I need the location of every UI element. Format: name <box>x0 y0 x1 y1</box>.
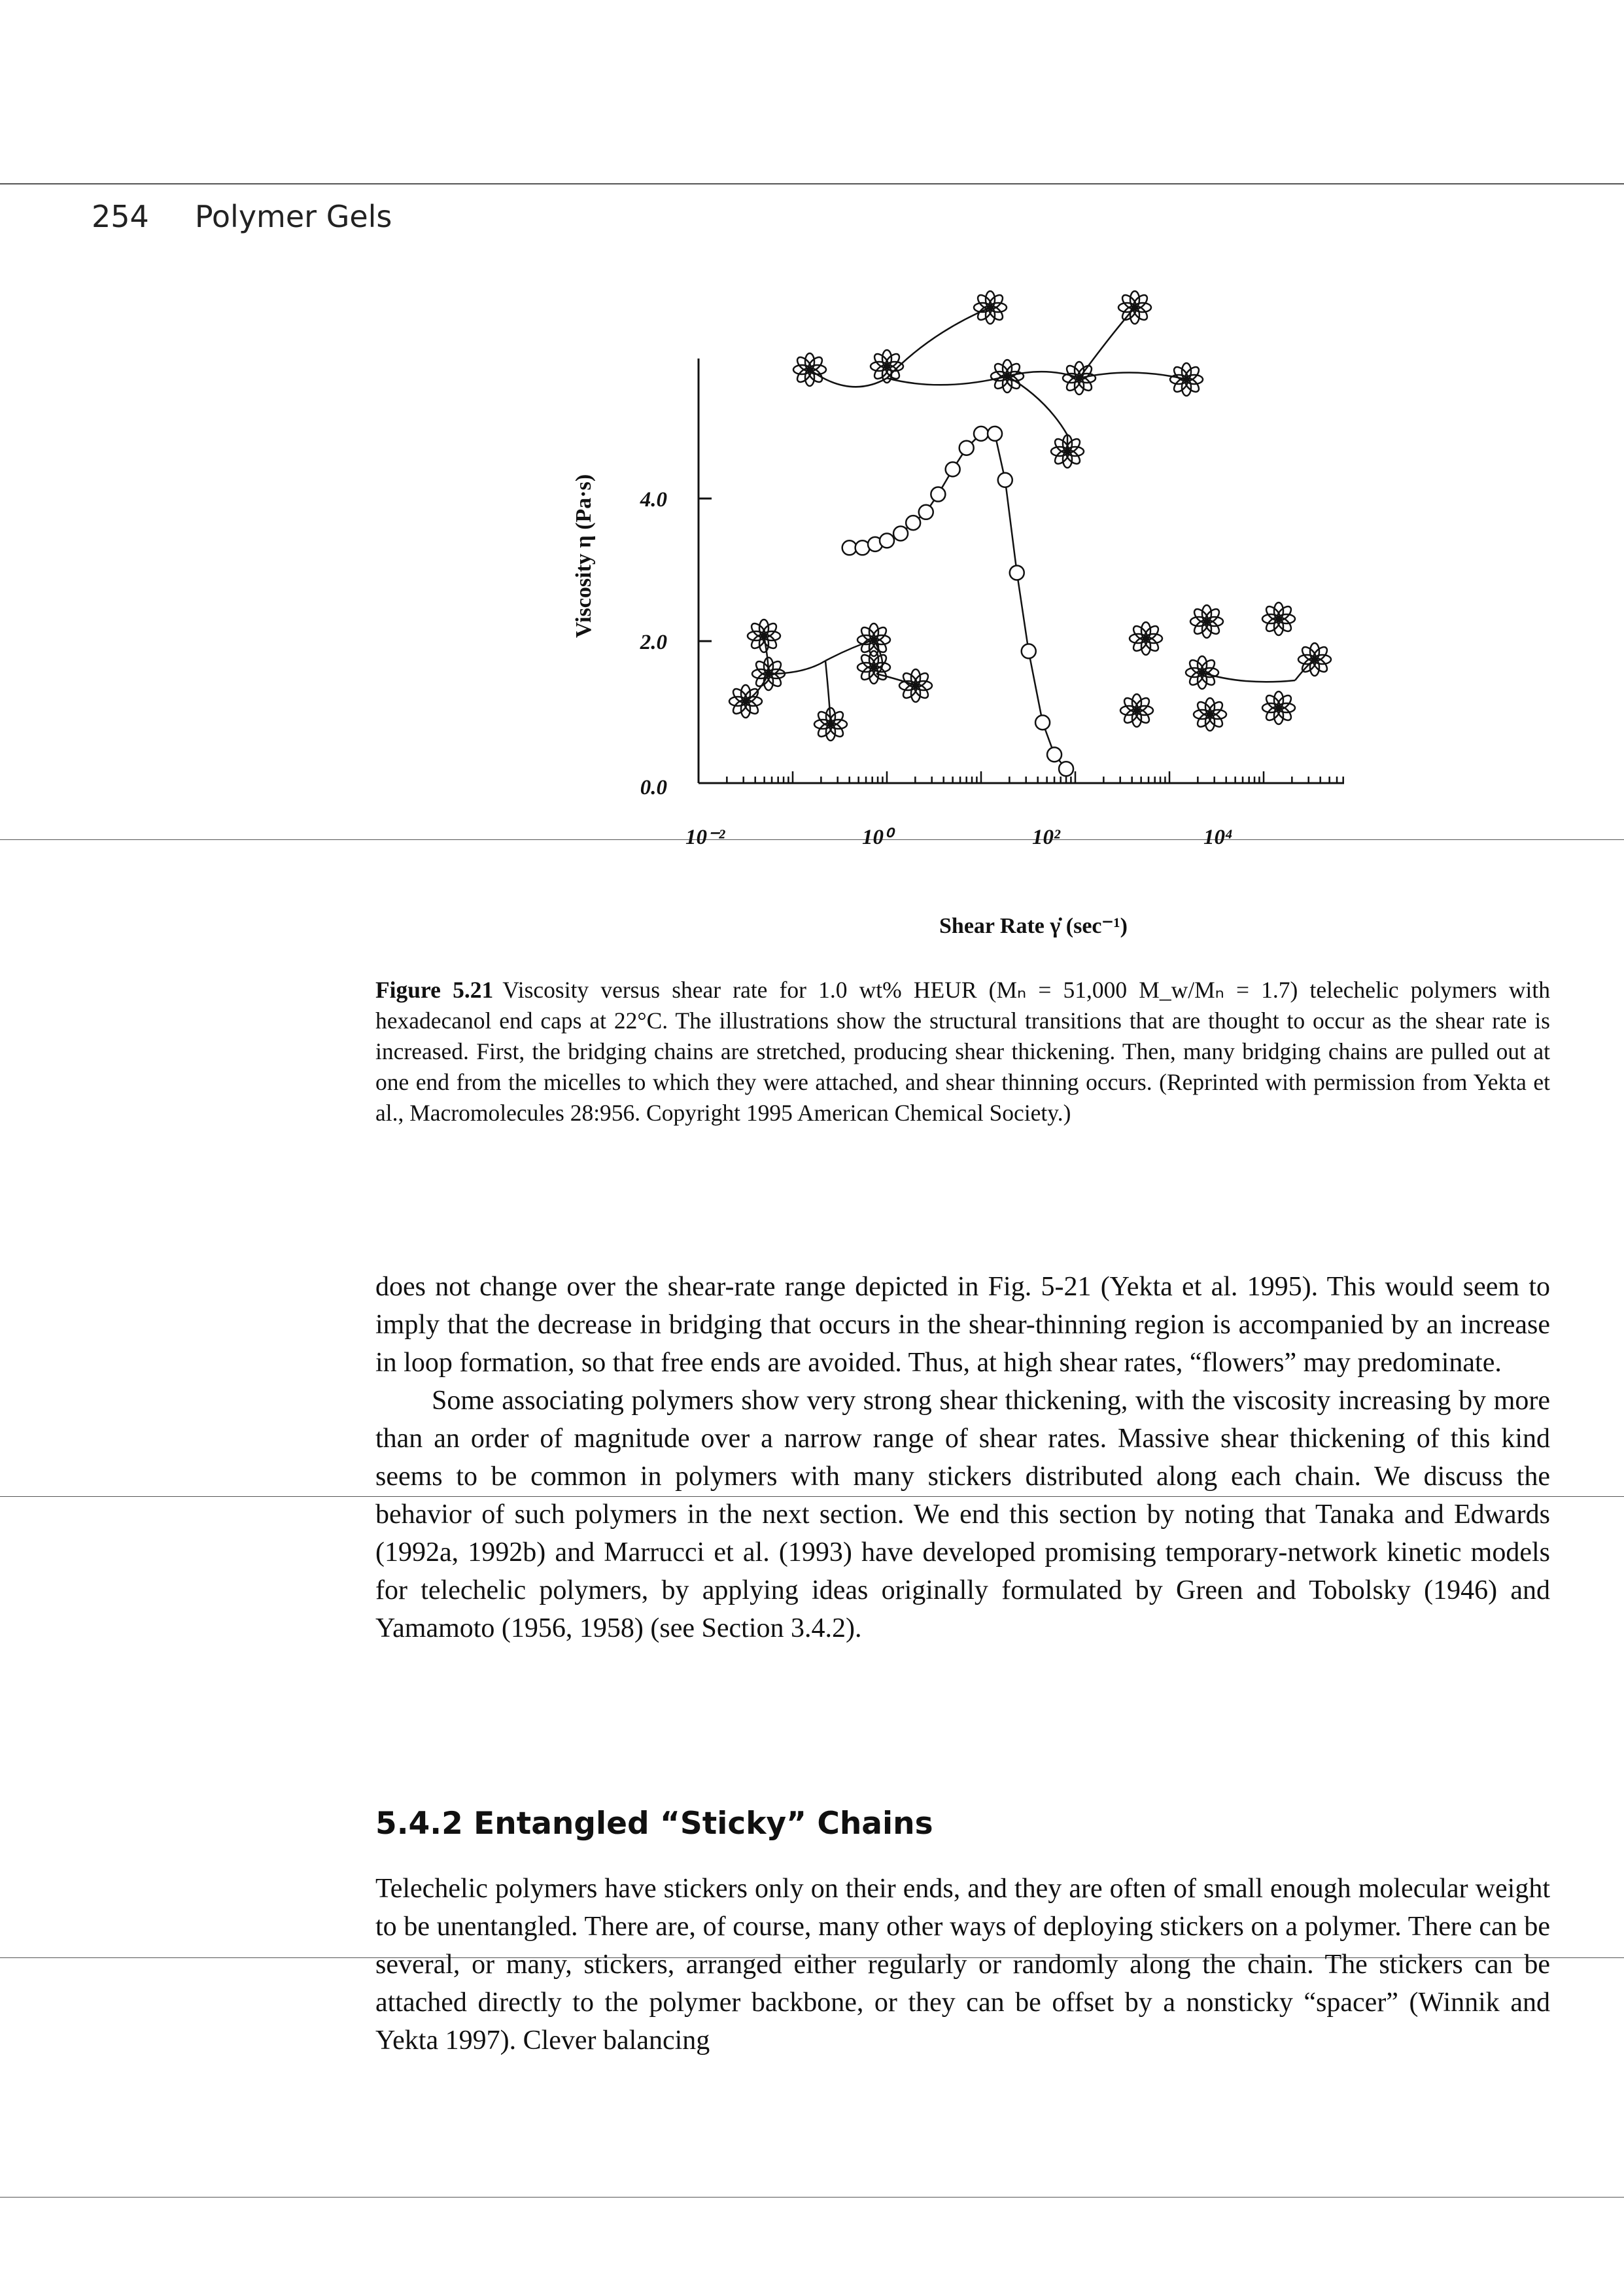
x-tick-label-1e-2: 10⁻² <box>685 826 725 849</box>
data-point <box>1058 760 1075 777</box>
x-axis-ticks <box>697 771 1344 783</box>
x-axis-label: Shear Rate γ̇ (sec⁻¹) <box>939 914 1128 938</box>
flower-icon <box>1117 290 1152 325</box>
data-point <box>986 425 1003 442</box>
flower-icon <box>1062 360 1097 396</box>
data-point <box>973 425 990 442</box>
flower-icon <box>746 618 782 654</box>
flower-icon <box>1189 604 1224 639</box>
stretched-network-flowers <box>792 290 1204 469</box>
x-tick-label-1e2: 10² <box>1032 826 1061 849</box>
flower-icon <box>990 359 1025 394</box>
figure-5-21: 0.0 2.0 4.0 Viscosity η (Pa·s) 10⁻² 10⁰ … <box>572 290 1344 938</box>
running-head: 254 Polymer Gels <box>92 199 392 234</box>
flower-icon <box>1261 690 1296 726</box>
mid-rule-2 <box>0 1957 1624 1958</box>
data-point <box>1034 714 1051 731</box>
flower-icon <box>792 352 827 387</box>
data-point <box>892 525 909 542</box>
data-point <box>997 472 1014 488</box>
y-tick-label-4: 4.0 <box>640 488 667 512</box>
flowers-state-icons <box>1119 601 1332 732</box>
paragraph: Some associating polymers show very stro… <box>375 1386 1550 1643</box>
data-point <box>958 440 975 456</box>
body-text-block-2: Telechelic polymers have stickers only o… <box>375 1870 1550 2059</box>
data-point <box>905 514 922 531</box>
flower-icon <box>1261 601 1296 637</box>
data-point <box>1009 565 1026 581</box>
x-tick-label-1e4: 10⁴ <box>1203 826 1232 849</box>
paragraph: does not change over the shear-rate rang… <box>375 1272 1550 1378</box>
data-point <box>878 533 895 549</box>
flower-icon <box>1119 693 1154 728</box>
data-point <box>1020 643 1037 659</box>
flower-icon <box>1128 621 1164 656</box>
top-rule <box>0 183 1624 184</box>
relaxed-network-illustration <box>745 635 916 725</box>
flower-icon <box>1297 642 1332 677</box>
data-point <box>918 504 935 521</box>
flower-icon <box>973 290 1008 325</box>
flower-icon <box>1184 655 1220 690</box>
paragraph: Telechelic polymers have stickers only o… <box>375 1874 1550 2056</box>
data-points <box>841 425 1075 777</box>
bottom-rule <box>0 2197 1624 2198</box>
data-curve <box>849 432 1067 769</box>
figure-bottom-rule <box>0 839 1624 840</box>
flower-icon <box>1169 362 1204 397</box>
flower-icon <box>898 668 933 703</box>
axes <box>697 359 1344 784</box>
book-title: Polymer Gels <box>194 199 392 234</box>
flower-icon <box>728 684 763 719</box>
page-number: 254 <box>92 199 149 234</box>
y-tick-label-2: 2.0 <box>640 631 667 654</box>
caption-text: Viscosity versus shear rate for 1.0 wt% … <box>375 977 1551 1126</box>
y-axis-label: Viscosity η (Pa·s) <box>572 474 596 638</box>
section-heading: 5.4.2 Entangled “Sticky” Chains <box>375 1806 933 1842</box>
data-point <box>944 461 961 478</box>
data-point <box>1046 746 1063 763</box>
x-tick-label-1e0: 10⁰ <box>862 826 895 849</box>
mid-rule-1 <box>0 1496 1624 1497</box>
y-tick-label-0: 0.0 <box>640 776 667 799</box>
data-point <box>930 486 946 502</box>
flowers-illustration <box>1201 658 1315 683</box>
body-text-block-1: does not change over the shear-rate rang… <box>375 1268 1550 1647</box>
flower-icon <box>1192 697 1228 732</box>
figure-label: Figure 5.21 <box>375 977 494 1003</box>
